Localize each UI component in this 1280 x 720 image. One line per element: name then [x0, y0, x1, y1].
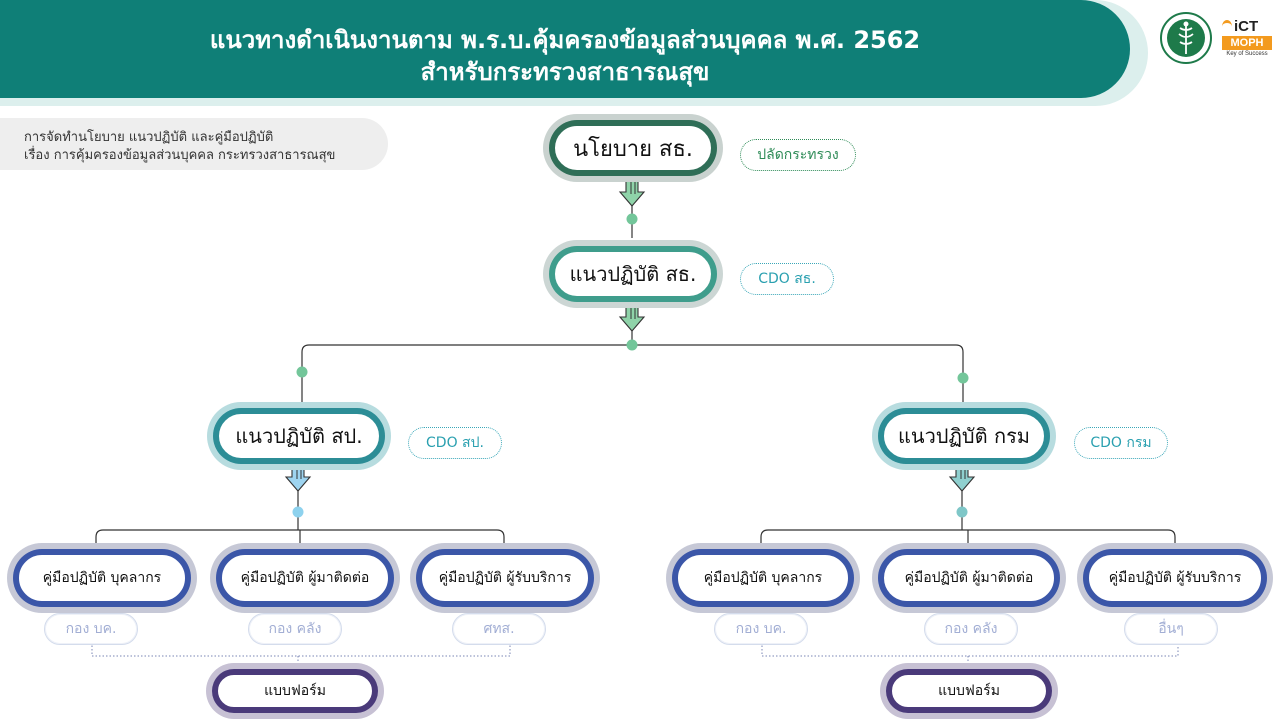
node-left-form-label: แบบฟอร์ม: [216, 673, 374, 709]
moph-logo-text: MOPH: [1222, 36, 1272, 50]
ict-logo-tagline: Key of Success: [1226, 51, 1268, 57]
dot-dept: [957, 372, 969, 384]
owner-tag-left-service: ศทส.: [452, 613, 546, 645]
owner-tag-guideline-ministry: CDO สธ.: [740, 263, 834, 295]
moph-seal-logo-icon: [1160, 12, 1212, 64]
owner-tag-right-service: อื่นๆ: [1124, 613, 1218, 645]
node-right-manual-contact-label: คู่มือปฏิบัติ ผู้มาติดต่อ: [882, 553, 1056, 603]
ict-logo-wifi-icon: [1222, 20, 1232, 33]
node-right-form[interactable]: แบบฟอร์ม: [880, 663, 1058, 719]
node-left-manual-contact[interactable]: คู่มือปฏิบัติ ผู้มาติดต่อ: [210, 543, 400, 613]
node-policy[interactable]: นโยบาย สธ.: [543, 114, 723, 182]
reference-note-line2: เรื่อง การคุ้มครองข้อมูลส่วนบุคคล กระทรว…: [24, 148, 336, 163]
node-guideline-ops[interactable]: แนวปฏิบัติ สป.: [207, 402, 391, 470]
header-title-line2: สำหรับกระทรวงสาธารณสุข: [420, 58, 710, 86]
owner-tag-guideline-dept: CDO กรม: [1074, 427, 1168, 459]
node-right-manual-service-label: คู่มือปฏิบัติ ผู้รับบริการ: [1087, 553, 1263, 603]
node-guideline-dept-label: แนวปฏิบัติ กรม: [882, 412, 1046, 460]
node-right-manual-contact[interactable]: คู่มือปฏิบัติ ผู้มาติดต่อ: [872, 543, 1066, 613]
reference-note-line1: การจัดทำนโยบาย แนวปฏิบัติ และคู่มือปฏิบั…: [24, 130, 274, 145]
ict-moph-logo: iCT MOPH Key of Success: [1222, 18, 1272, 60]
owner-tag-policy: ปลัดกระทรวง: [740, 139, 856, 171]
owner-tag-left-contact: กอง คลัง: [248, 613, 342, 645]
owner-tag-right-staff: กอง บค.: [714, 613, 808, 645]
node-guideline-ministry-label: แนวปฏิบัติ สธ.: [553, 250, 713, 298]
arrow-guideline-icon: [618, 304, 646, 332]
node-guideline-ministry[interactable]: แนวปฏิบัติ สธ.: [543, 240, 723, 308]
header-banner: แนวทางดำเนินงานตาม พ.ร.บ.คุ้มครองข้อมูลส…: [0, 0, 1130, 98]
bracket-right-forms: [761, 642, 1179, 657]
connector-split-level2: [301, 344, 964, 408]
node-left-manual-service[interactable]: คู่มือปฏิบัติ ผู้รับบริการ: [410, 543, 600, 613]
owner-tag-right-contact: กอง คลัง: [924, 613, 1018, 645]
header-title-line1: แนวทางดำเนินงานตาม พ.ร.บ.คุ้มครองข้อมูลส…: [209, 26, 921, 54]
node-guideline-dept[interactable]: แนวปฏิบัติ กรม: [872, 402, 1056, 470]
arrow-policy-icon: [618, 179, 646, 207]
owner-tag-guideline-ops: CDO สป.: [408, 427, 502, 459]
node-guideline-ops-label: แนวปฏิบัติ สป.: [217, 412, 381, 460]
dot-split: [626, 339, 638, 351]
dot-ops: [296, 366, 308, 378]
node-policy-label: นโยบาย สธ.: [553, 124, 713, 172]
node-right-manual-staff-label: คู่มือปฏิบัติ บุคลากร: [676, 553, 850, 603]
node-right-manual-service[interactable]: คู่มือปฏิบัติ ผู้รับบริการ: [1077, 543, 1273, 613]
dot-ops-manuals: [292, 506, 304, 518]
node-left-form[interactable]: แบบฟอร์ม: [206, 663, 384, 719]
node-left-manual-contact-label: คู่มือปฏิบัติ ผู้มาติดต่อ: [220, 553, 390, 603]
ict-logo-text: iCT: [1234, 18, 1259, 35]
node-left-manual-staff-label: คู่มือปฏิบัติ บุคลากร: [17, 553, 187, 603]
reference-note: การจัดทำนโยบาย แนวปฏิบัติ และคู่มือปฏิบั…: [0, 118, 388, 170]
node-right-form-label: แบบฟอร์ม: [890, 673, 1048, 709]
node-left-manual-staff[interactable]: คู่มือปฏิบัติ บุคลากร: [7, 543, 197, 613]
node-right-manual-staff[interactable]: คู่มือปฏิบัติ บุคลากร: [666, 543, 860, 613]
dot-policy: [626, 213, 638, 225]
dot-dept-manuals: [956, 506, 968, 518]
node-left-manual-service-label: คู่มือปฏิบัติ ผู้รับบริการ: [420, 553, 590, 603]
owner-tag-left-staff: กอง บค.: [44, 613, 138, 645]
bracket-left-forms: [91, 642, 511, 657]
